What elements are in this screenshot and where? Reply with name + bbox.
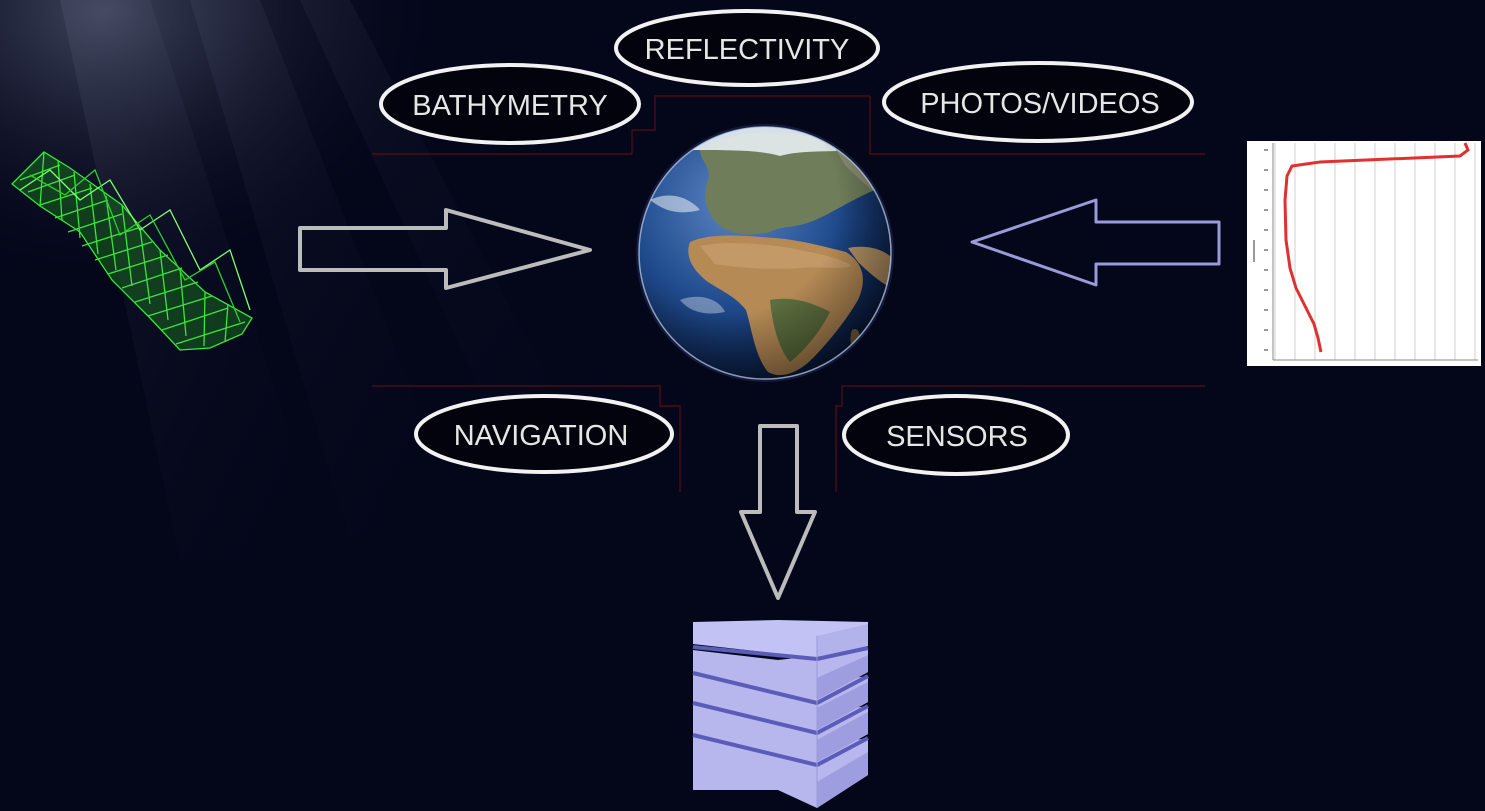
label-photos-videos-ellipse (882, 61, 1194, 143)
earth-globe-icon (636, 124, 894, 382)
label-navigation-text: NAVIGATION (454, 420, 629, 452)
label-photos-videos-text: PHOTOS/VIDEOS (920, 88, 1160, 120)
profile-curve (1283, 142, 1470, 353)
label-photos-videos: PHOTOS/VIDEOS (882, 61, 1194, 143)
connector-bathymetry (372, 95, 1205, 155)
label-bathymetry-text: BATHYMETRY (412, 90, 608, 122)
sound-velocity-profile-chart-icon (1247, 141, 1481, 366)
label-navigation-ellipse (414, 394, 674, 474)
arrow-right-input (970, 198, 1221, 287)
label-bathymetry: BATHYMETRY (379, 63, 641, 145)
label-sensors: SENSORS (842, 394, 1070, 476)
label-reflectivity-text: REFLECTIVITY (645, 34, 850, 66)
connector-navigation (372, 385, 681, 492)
label-reflectivity: REFLECTIVITY (614, 9, 880, 87)
database-stack-icon (692, 620, 869, 808)
label-reflectivity-ellipse (614, 9, 880, 87)
connector-sensors (835, 385, 1205, 492)
label-bathymetry-ellipse (379, 63, 641, 145)
label-navigation: NAVIGATION (414, 394, 674, 474)
arrow-left-input (298, 208, 592, 290)
arrow-down-output (739, 424, 817, 600)
connector-lines (372, 95, 1205, 492)
label-sensors-text: SENSORS (886, 421, 1028, 453)
bathymetry-mesh-icon (11, 151, 253, 351)
label-sensors-ellipse (842, 394, 1070, 476)
